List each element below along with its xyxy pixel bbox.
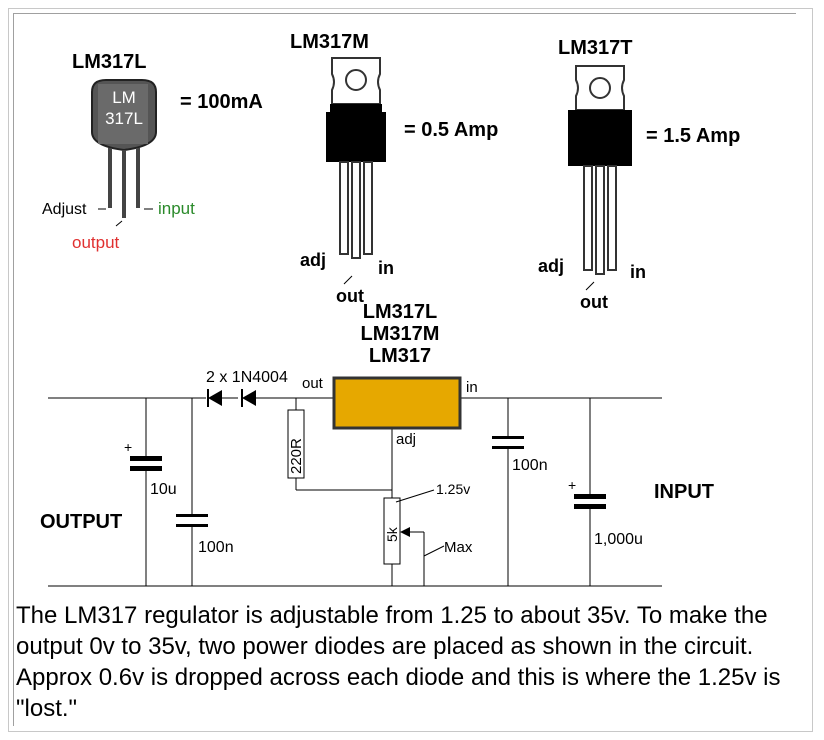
pot-5k xyxy=(383,497,401,565)
lm317l-body-line2: 317L xyxy=(105,109,143,128)
diode-1 xyxy=(207,389,238,407)
cap-output-ceramic xyxy=(176,514,208,527)
lm317m-pin-adj: adj xyxy=(300,250,326,270)
cap-output-electrolytic-label: 10u xyxy=(150,481,177,498)
regulator-pin-in: in xyxy=(466,379,478,396)
lm317t-leads xyxy=(583,165,617,275)
lm317t-pin-out: out xyxy=(580,292,608,312)
lm317l-rating: = 100mA xyxy=(180,91,263,113)
cap-in-plus: + xyxy=(568,477,576,493)
cap-input-ceramic xyxy=(492,436,524,449)
regulator-label-3: LM317 xyxy=(369,345,431,367)
lm317t-out-tick xyxy=(585,281,595,291)
pot-min-label: 1.25v xyxy=(436,481,470,497)
lm317m-out-tick xyxy=(343,275,353,285)
regulator-block xyxy=(332,376,462,430)
lm317l-title: LM317L xyxy=(72,51,146,73)
pot-wiper-arrow xyxy=(400,527,410,537)
cap-input-ceramic-label: 100n xyxy=(512,457,548,474)
lm317t-pin-adj: adj xyxy=(538,256,564,276)
cap-output-electrolytic xyxy=(130,456,162,471)
lm317l-pin-output: output xyxy=(72,233,120,252)
lm317l-pin-input: input xyxy=(158,199,195,218)
diodes-label: 2 x 1N4004 xyxy=(206,369,288,386)
lm317m-rating: = 0.5 Amp xyxy=(404,119,498,141)
input-label: INPUT xyxy=(654,481,714,503)
cap-input-electrolytic xyxy=(574,494,606,509)
lm317m-package xyxy=(326,57,386,162)
lm317t-package xyxy=(568,65,632,166)
regulator-pin-out: out xyxy=(302,375,324,392)
circuit-wires xyxy=(48,397,662,587)
output-label: OUTPUT xyxy=(40,511,122,533)
lm317t-title: LM317T xyxy=(558,37,632,59)
lm317l-package xyxy=(91,79,157,152)
lm317m-pin-in: in xyxy=(378,258,394,278)
cap-input-electrolytic-label: 1,000u xyxy=(594,531,643,548)
diode-2 xyxy=(241,389,272,407)
lm317l-output-tick xyxy=(115,220,123,227)
lm317m-title: LM317M xyxy=(290,31,369,53)
cap-out-plus: + xyxy=(124,439,132,455)
regulator-pin-adj: adj xyxy=(396,431,416,448)
table-cell xyxy=(13,13,796,726)
lm317m-pin-out: out xyxy=(336,286,364,306)
pot-max-label: Max xyxy=(444,539,473,556)
resistor-220r xyxy=(287,409,305,479)
lm317t-rating: = 1.5 Amp xyxy=(646,125,740,147)
description-caption: The LM317 regulator is adjustable from 1… xyxy=(16,602,781,722)
resistor-label: 220R xyxy=(288,438,305,474)
regulator-label-1: LM317L xyxy=(363,301,437,323)
cap-output-ceramic-label: 100n xyxy=(198,539,234,556)
regulator-label-2: LM317M xyxy=(361,323,440,345)
pot-label: 5k xyxy=(384,526,400,542)
lm317l-leads xyxy=(108,148,140,218)
lm317t-pin-in: in xyxy=(630,262,646,282)
lm317m-leads xyxy=(339,161,373,259)
lm317-diagram: LM317L LM 317L = 100mA Adjust input outp… xyxy=(40,31,740,587)
lm317l-body-line1: LM xyxy=(112,88,136,107)
pot-min-leader xyxy=(395,489,435,503)
pot-max-leader xyxy=(423,545,445,557)
lm317l-pin-adjust: Adjust xyxy=(42,201,87,218)
